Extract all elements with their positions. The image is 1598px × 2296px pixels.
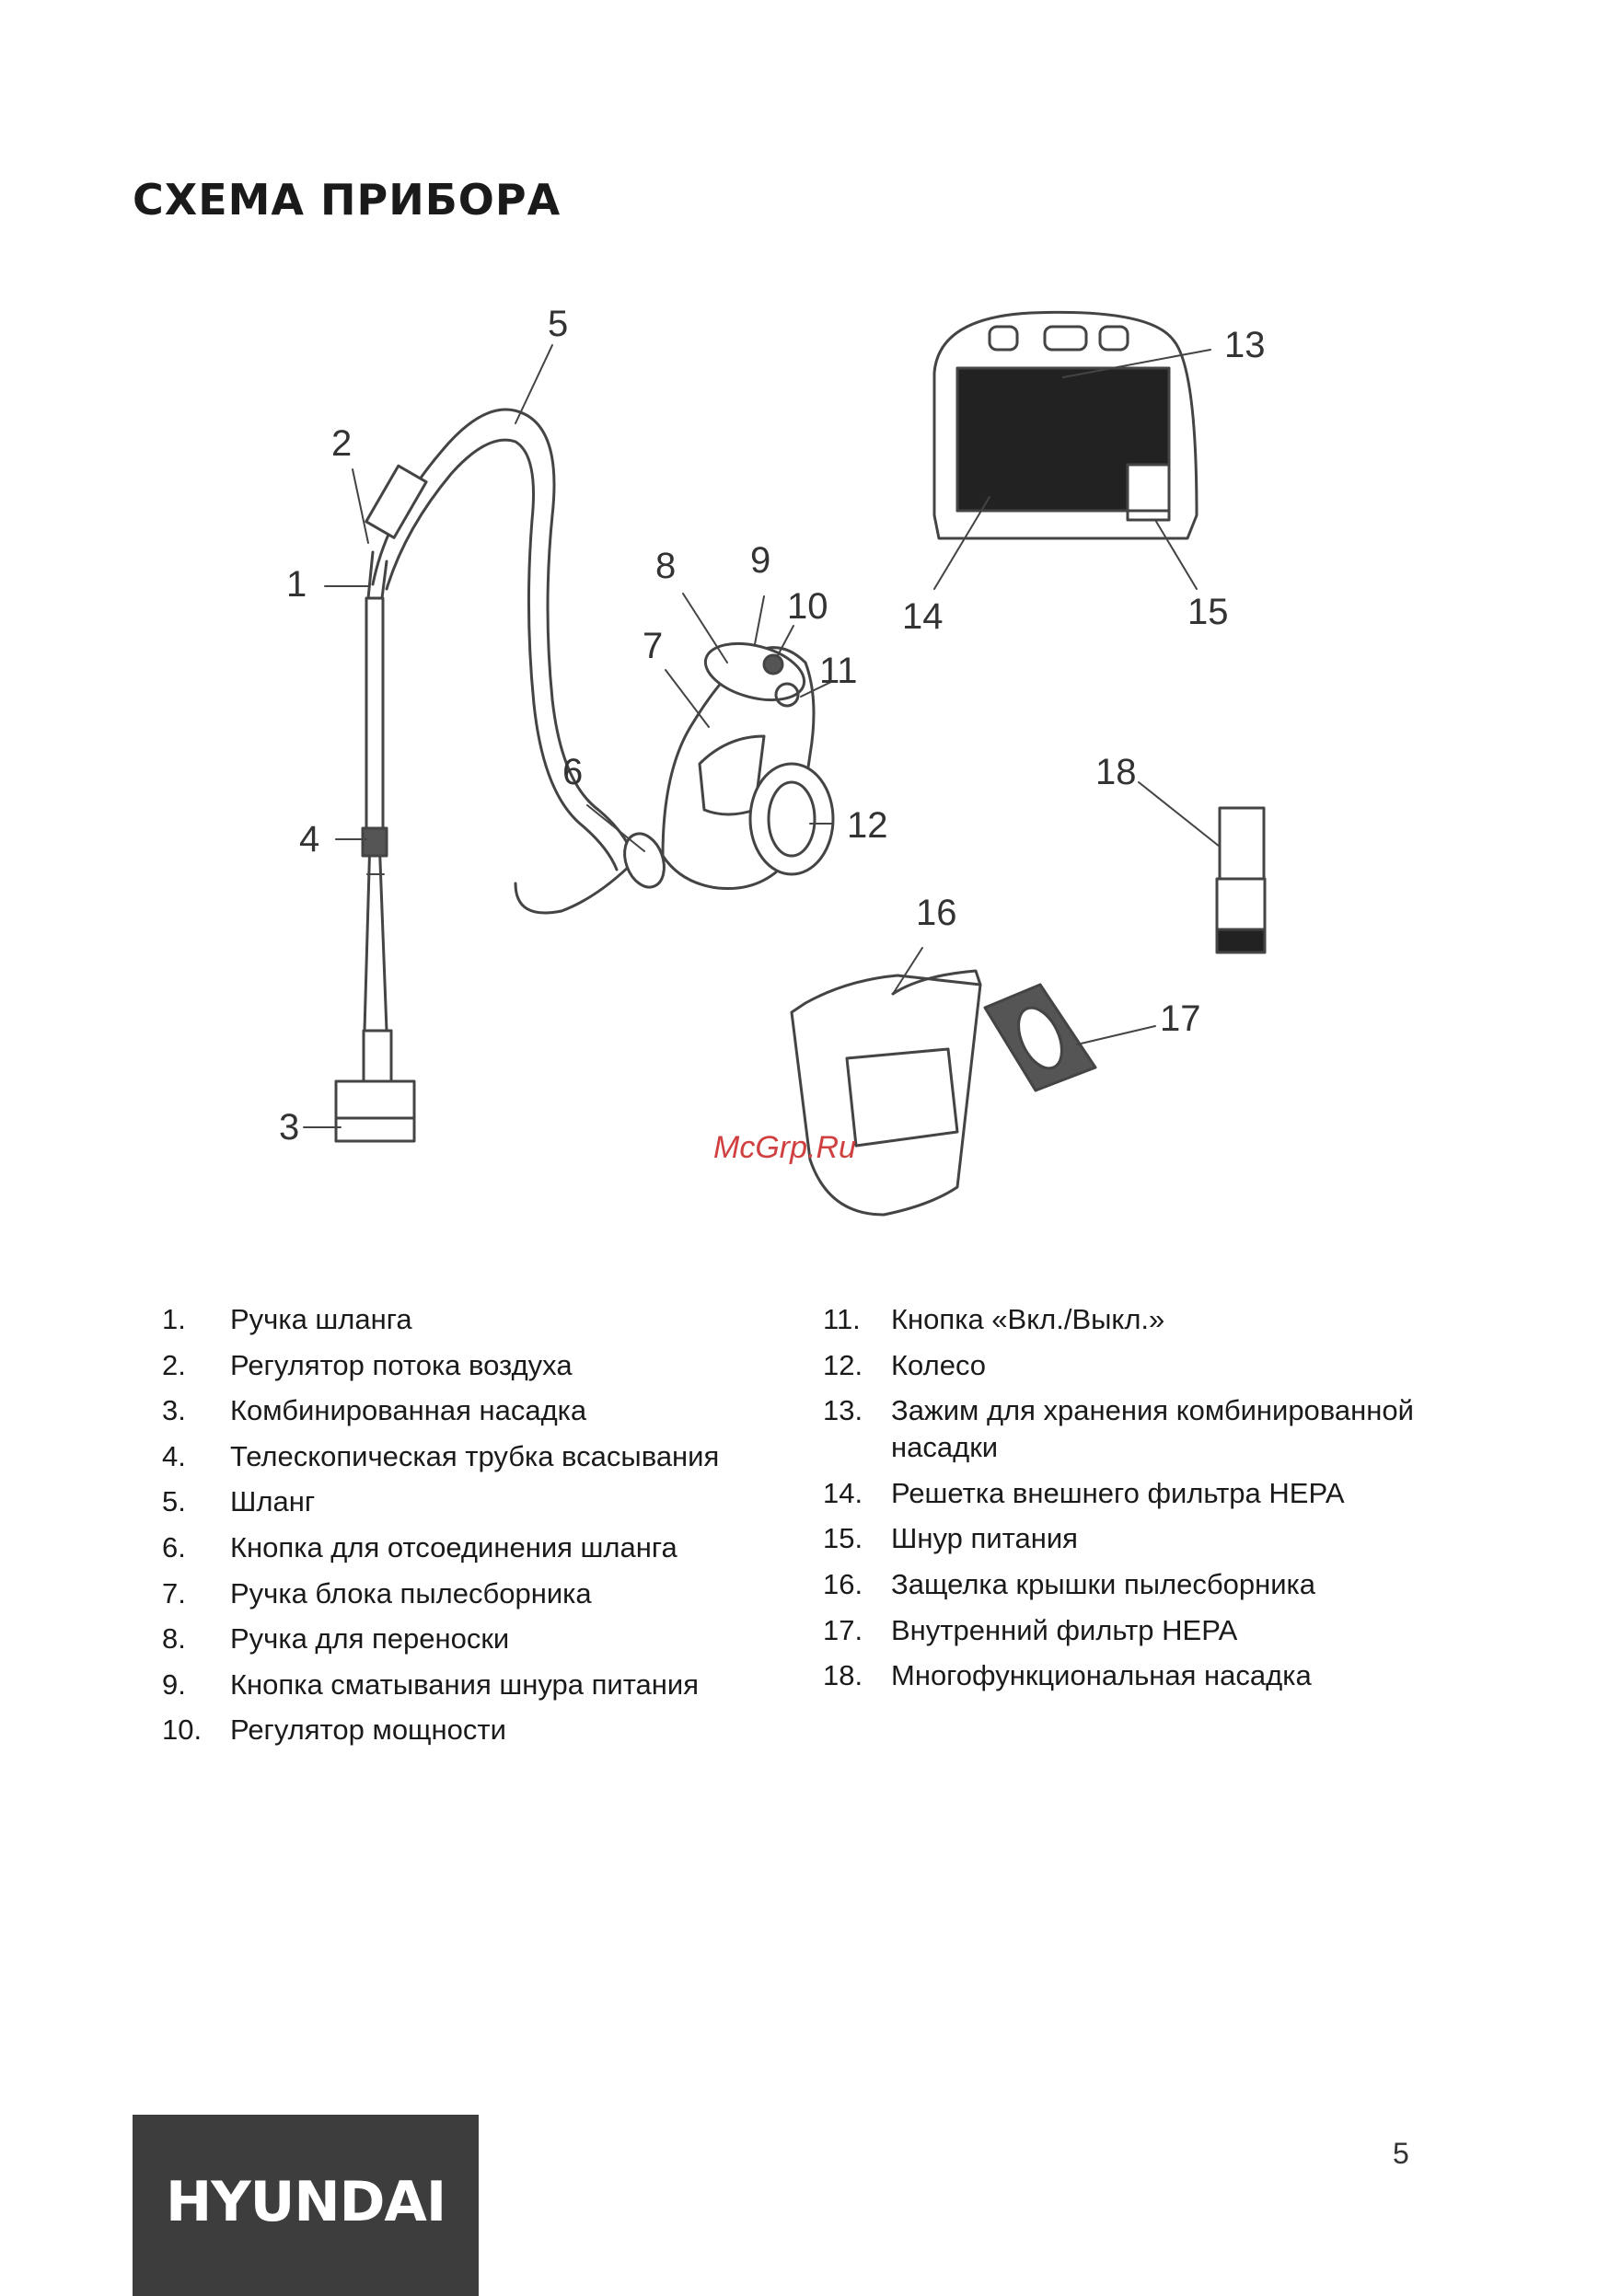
callout-14: 14	[902, 596, 944, 637]
callout-numbers: 1 2 3 4 5 6 7 8 9 10 11 12 13 14 15 16 1…	[279, 304, 1266, 1148]
legend-item: 13.Зажим для хранения комбинированной на…	[823, 1394, 1414, 1464]
callout-9: 9	[750, 540, 770, 581]
legend-item: 18.Многофункциональная насадка	[823, 1659, 1312, 1692]
callout-17: 17	[1160, 998, 1201, 1039]
legend-item: 14.Решетка внешнего фильтра HEPA	[823, 1476, 1345, 1509]
watermark: McGrp.Ru	[713, 1130, 856, 1165]
legend-item: 2.Регулятор потока воздуха	[162, 1348, 573, 1381]
legend-item: 4.Телескопическая трубка всасывания	[162, 1439, 720, 1472]
callout-13: 13	[1224, 325, 1266, 365]
appliance-diagram: 1 2 3 4 5 6 7 8 9 10 11 12 13 14 15 16 1…	[279, 304, 1267, 1217]
legend-item: 15.Шнур питания	[823, 1522, 1078, 1555]
callout-6: 6	[562, 752, 583, 792]
multifunction-nozzle-drawing	[1215, 806, 1267, 954]
callout-11: 11	[819, 651, 858, 691]
dust-container-drawing	[790, 969, 982, 1217]
callout-leader-lines	[303, 344, 1221, 1128]
vacuum-body-drawing	[623, 641, 835, 891]
legend-item: 16.Защелка крышки пылесборника	[823, 1567, 1316, 1600]
callout-16: 16	[916, 893, 957, 933]
callout-1: 1	[286, 564, 307, 605]
legend-item: 9.Кнопка сматывания шнура питания	[162, 1667, 700, 1701]
brand-logo: HYUNDAI	[166, 2170, 446, 2234]
callout-10: 10	[787, 586, 828, 627]
parts-legend-column-2: 11.Кнопка «Вкл./Выкл.» 12.Колесо 13.Зажи…	[823, 1298, 1467, 1700]
body-rear-view-drawing	[932, 310, 1198, 540]
inner-hepa-filter-drawing	[983, 983, 1097, 1092]
legend-item: 17.Внутренний фильтр HEPA	[823, 1613, 1238, 1646]
callout-15: 15	[1187, 592, 1229, 632]
legend-item: 5.Шланг	[162, 1485, 316, 1518]
callout-4: 4	[299, 819, 319, 860]
callout-7: 7	[643, 626, 663, 666]
legend-item: 10.Регулятор мощности	[162, 1713, 506, 1747]
callout-8: 8	[655, 546, 676, 586]
brand-block: HYUNDAI	[133, 2115, 479, 2296]
page-number: 5	[1393, 2137, 1409, 2170]
parts-legend-column-1: 1.Ручка шланга 2.Регулятор потока воздух…	[162, 1298, 806, 1754]
callout-5: 5	[548, 304, 568, 344]
callout-3: 3	[279, 1107, 299, 1148]
hose-drawing	[371, 408, 637, 915]
callout-12: 12	[847, 805, 888, 846]
telescopic-tube-drawing	[361, 596, 388, 1033]
combination-nozzle-drawing	[334, 1029, 416, 1143]
callout-18: 18	[1095, 752, 1137, 792]
callout-2: 2	[331, 423, 352, 464]
hose-handle-drawing	[365, 464, 428, 600]
legend-item: 8.Ручка для переноски	[162, 1622, 510, 1656]
legend-item: 6.Кнопка для отсоединения шланга	[162, 1530, 677, 1563]
legend-item: 1.Ручка шланга	[162, 1303, 412, 1335]
legend-item: 7.Ручка блока пылесборника	[162, 1576, 592, 1610]
legend-item: 12.Колесо	[823, 1348, 987, 1381]
legend-item: 3.Комбинированная насадка	[162, 1394, 587, 1427]
page-title: СХЕМА ПРИБОРА	[133, 175, 562, 225]
legend-item: 11.Кнопка «Вкл./Выкл.»	[823, 1303, 1165, 1335]
